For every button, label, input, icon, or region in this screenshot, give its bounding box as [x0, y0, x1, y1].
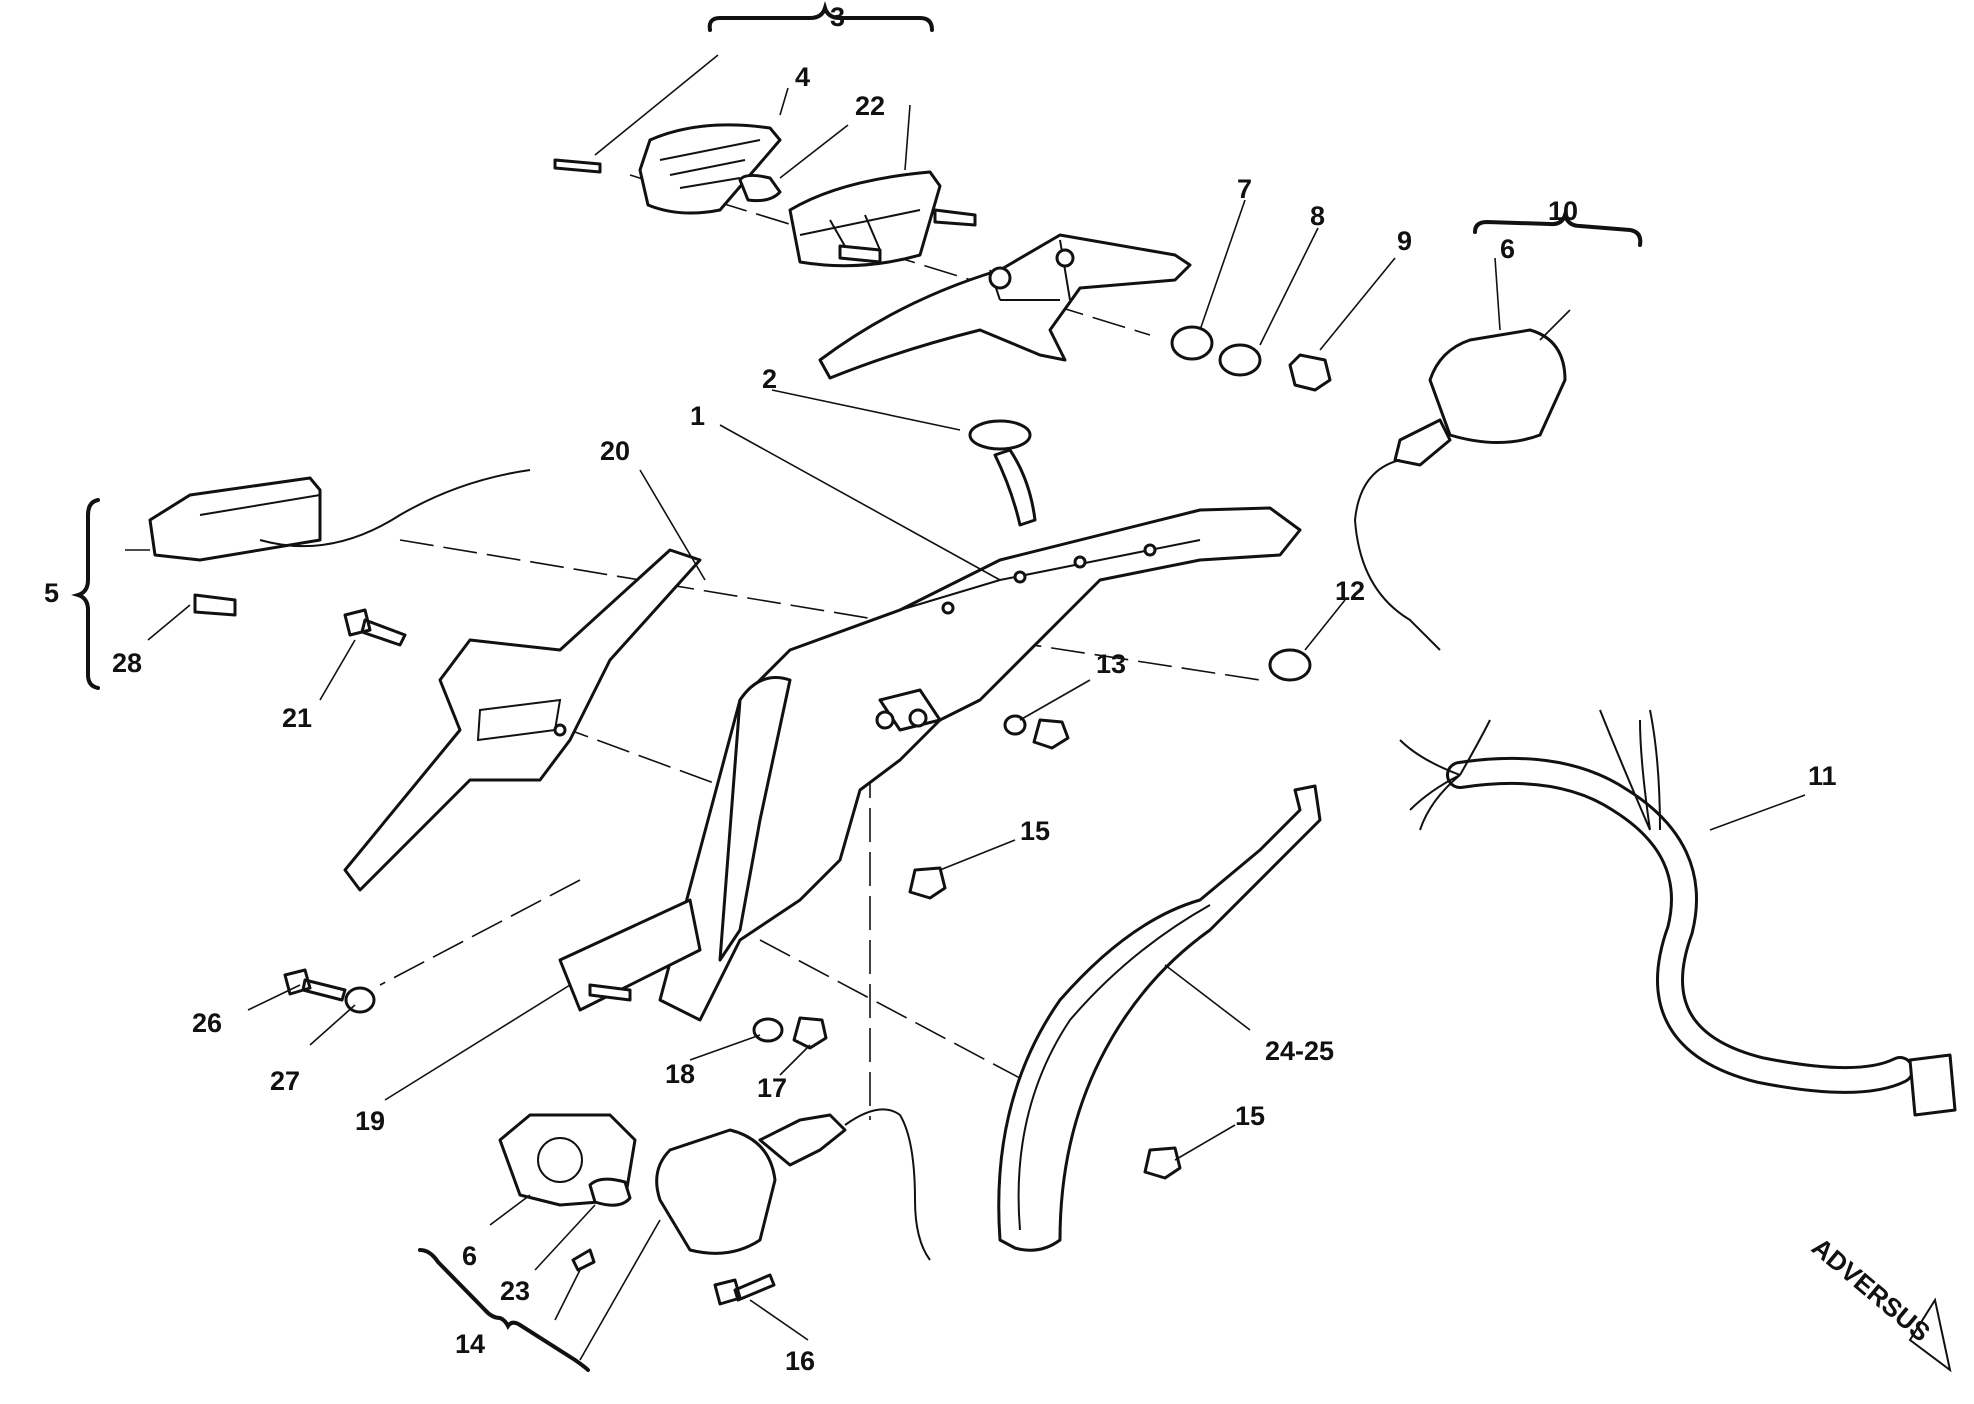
- callout-22: 22: [855, 91, 885, 121]
- callout-7: 7: [1237, 174, 1252, 204]
- callout-9: 9: [1397, 226, 1412, 256]
- wiring-harness: [1399, 709, 1957, 1117]
- callout-5: 5: [44, 578, 59, 608]
- license-plate-holder: [343, 548, 702, 892]
- splash-guard: [997, 784, 1322, 1252]
- braces: [71, 1, 1643, 1372]
- brand-mark: ADVERSUS: [1806, 1232, 1952, 1373]
- bolt-16: [713, 1273, 776, 1306]
- license-light: [148, 469, 531, 617]
- right-turn-signal: [1353, 328, 1567, 651]
- left-turn-signal: [498, 1108, 931, 1272]
- callout-17: 17: [757, 1073, 787, 1103]
- callout-18: 18: [665, 1059, 695, 1089]
- callout-21: 21: [282, 703, 312, 733]
- callout-23: 23: [500, 1276, 530, 1306]
- callout-15-upper: 15: [1020, 816, 1050, 846]
- callout-28: 28: [112, 648, 142, 678]
- nuts-and-washers: [752, 648, 1312, 1180]
- leader-lines: [125, 54, 1806, 1361]
- upper-bracket: [818, 233, 1192, 380]
- callout-20: 20: [600, 436, 630, 466]
- grommet-spacer-nut: [1170, 325, 1332, 392]
- callout-24-25: 24-25: [1265, 1036, 1334, 1066]
- callout-19: 19: [355, 1106, 385, 1136]
- callout-14: 14: [455, 1329, 485, 1359]
- callout-8: 8: [1310, 201, 1325, 231]
- callout-11: 11: [1808, 761, 1837, 791]
- callout-15-lower: 15: [1235, 1101, 1265, 1131]
- bolt-and-washer: [283, 968, 376, 1014]
- callout-2: 2: [762, 364, 777, 394]
- callout-6-right: 6: [1500, 234, 1515, 264]
- cable-clip: [968, 419, 1037, 527]
- reflector-plate: [558, 898, 702, 1012]
- callout-3: 3: [830, 2, 845, 32]
- triangle-logo: [1908, 1297, 1952, 1373]
- callout-6-left: 6: [462, 1241, 477, 1271]
- tail-light-assembly: [553, 123, 977, 268]
- callout-12: 12: [1335, 576, 1365, 606]
- callout-16: 16: [785, 1346, 815, 1376]
- callout-4: 4: [795, 62, 810, 92]
- callout-13: 13: [1096, 649, 1126, 679]
- callout-1: 1: [690, 401, 705, 431]
- callout-labels: 1 2 3 4 5 6 6 7 8 9 10 11 12 13 14 15 15…: [44, 2, 1837, 1376]
- rear-fender: [658, 506, 1302, 1022]
- callout-26: 26: [192, 1008, 222, 1038]
- callout-27: 27: [270, 1066, 300, 1096]
- bolt-21: [343, 608, 407, 647]
- callout-10: 10: [1548, 196, 1578, 226]
